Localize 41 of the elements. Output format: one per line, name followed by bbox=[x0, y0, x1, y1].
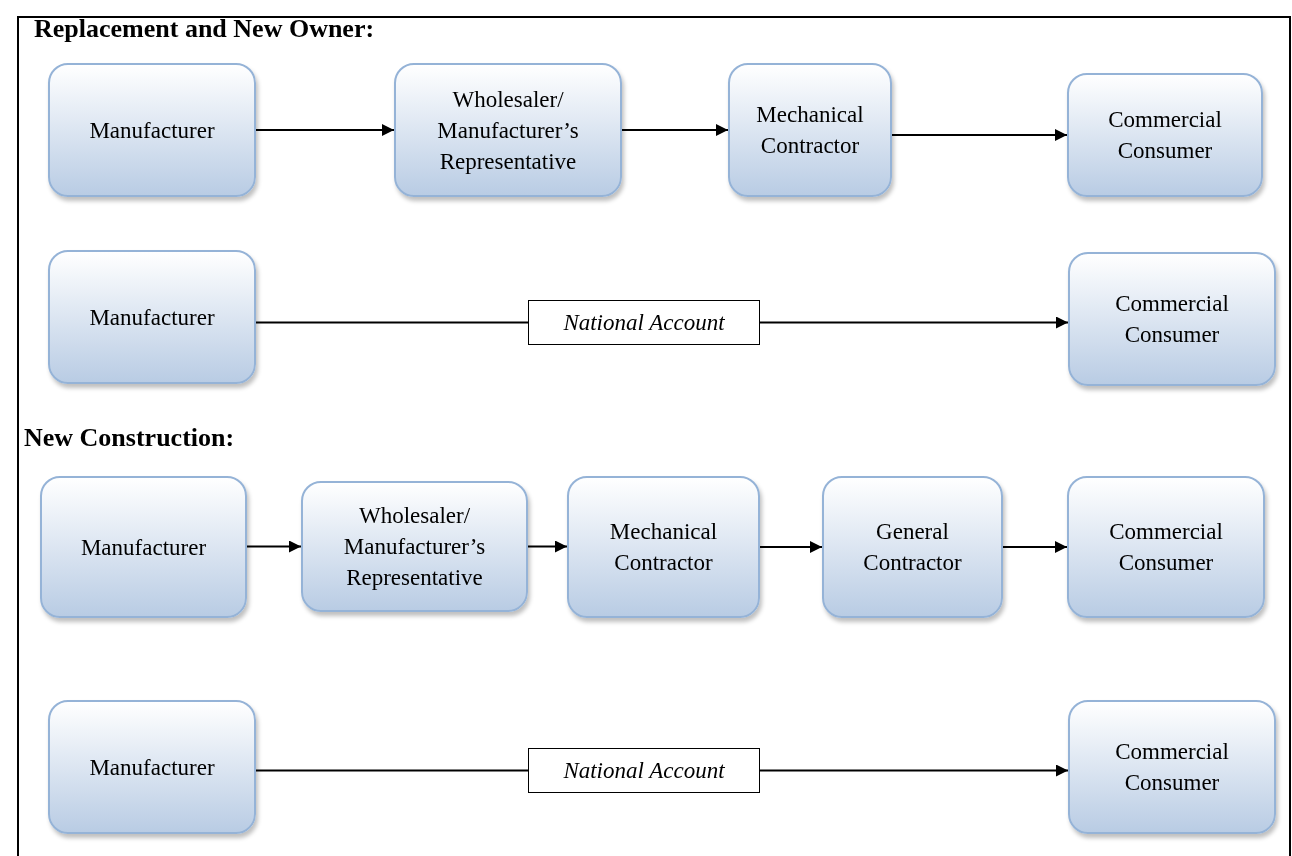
process-box bbox=[822, 476, 1003, 618]
process-box bbox=[48, 63, 256, 197]
section-heading: New Construction: bbox=[24, 423, 235, 453]
section-heading: Replacement and New Owner: bbox=[34, 14, 375, 44]
arrow bbox=[759, 541, 823, 553]
node-label: Manufacturer bbox=[80, 533, 207, 562]
arrow bbox=[246, 540, 302, 553]
node-label: Commercial Consumer bbox=[1114, 738, 1230, 797]
node-label: Commercial Consumer bbox=[1108, 518, 1224, 577]
process-box bbox=[48, 250, 256, 384]
arrow bbox=[759, 764, 1069, 777]
arrow bbox=[1002, 541, 1068, 553]
process-box bbox=[48, 700, 256, 834]
process-box bbox=[1068, 700, 1276, 834]
label-box bbox=[528, 300, 760, 345]
node-label: Manufacturer bbox=[89, 303, 215, 332]
label-box bbox=[528, 748, 760, 793]
arrow bbox=[255, 124, 395, 136]
process-box bbox=[40, 476, 247, 618]
arrow bbox=[527, 540, 568, 553]
process-box bbox=[1067, 73, 1263, 197]
process-box bbox=[301, 481, 528, 612]
node-label: General Contractor bbox=[862, 518, 963, 577]
node-label: Manufacturer bbox=[89, 753, 215, 782]
process-box bbox=[567, 476, 760, 618]
arrow bbox=[759, 316, 1069, 329]
node-label: National Account bbox=[563, 757, 725, 785]
node-label: Wholesaler/ Manufacturer’s Representative bbox=[436, 85, 580, 176]
arrow bbox=[891, 129, 1068, 141]
node-label: Manufacturer bbox=[89, 116, 215, 145]
node-label: Mechanical Contractor bbox=[608, 518, 719, 577]
node-label: Commercial Consumer bbox=[1107, 106, 1223, 165]
process-box bbox=[394, 63, 622, 197]
node-label: Wholesaler/ Manufacturer’s Representative bbox=[342, 502, 487, 592]
arrow bbox=[621, 124, 729, 136]
process-box bbox=[1068, 252, 1276, 386]
node-label: Commercial Consumer bbox=[1114, 290, 1230, 349]
process-box bbox=[1067, 476, 1265, 618]
node-label: Mechanical Contractor bbox=[755, 101, 865, 160]
node-label: National Account bbox=[563, 309, 725, 337]
process-box bbox=[728, 63, 892, 197]
